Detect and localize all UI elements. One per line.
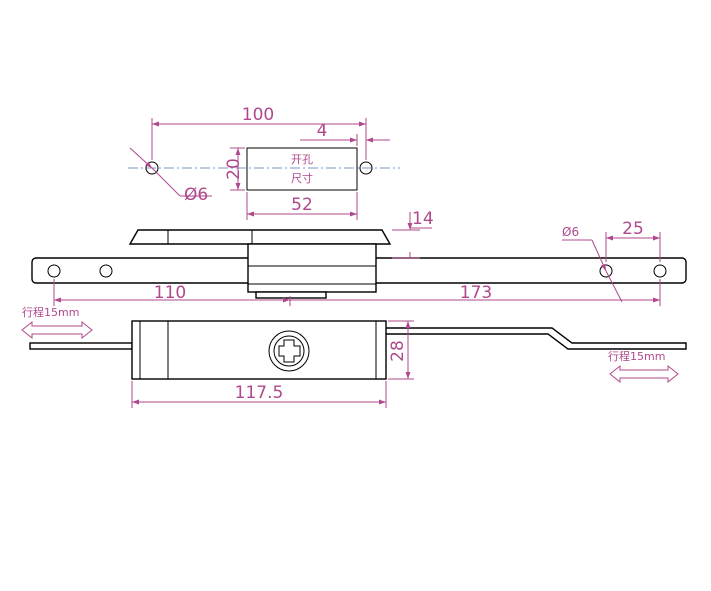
dim-end-offset-text: 25: [622, 219, 644, 239]
dim-front-height-text: 28: [388, 340, 408, 362]
stroke-left-text: 行程15mm: [22, 306, 79, 319]
keyhole-icon: [278, 339, 301, 363]
bar-hole-2: [99, 264, 113, 278]
front-view: 117.5 28 行程15mm 行程15mm: [21, 306, 687, 408]
bar-hole-3: [599, 264, 613, 278]
cutout-label-line2: 尺寸: [291, 171, 313, 185]
stroke-left-arrow-icon: [21, 320, 93, 340]
cutout-view: 开孔 尺寸 100 4 20 52 Ø6: [128, 105, 400, 220]
bar-hole-1: [47, 264, 61, 278]
bar-hole-4: [653, 264, 667, 278]
cutout-label-line1: 开孔: [291, 153, 313, 166]
side-view: 14 110 173 Ø6 25: [31, 209, 687, 306]
front-body: [131, 320, 387, 380]
dim-right-text: 173: [460, 283, 492, 303]
dim-hole-dia-text: Ø6: [184, 185, 208, 205]
lock-body-base: [255, 291, 327, 299]
lock-flange: [128, 229, 392, 245]
stroke-right-arrow-icon: [609, 364, 679, 384]
dim-width-text: 52: [291, 195, 313, 215]
right-rod: [386, 327, 687, 350]
bar-hole-dia-text: Ø6: [562, 225, 579, 239]
dim-length-text: 117.5: [235, 383, 284, 403]
stroke-right-text: 行程15mm: [608, 350, 665, 363]
dim-thickness-text: 14: [412, 209, 434, 229]
dim-left-text: 110: [154, 283, 186, 303]
dim-hole-spacing-text: 100: [242, 105, 274, 125]
keyhole-ring: [273, 335, 305, 367]
left-rod: [29, 342, 133, 350]
cutout-rectangle: [246, 147, 358, 191]
dim-offset-text: 4: [317, 121, 328, 141]
dim-height-text: 20: [224, 158, 244, 180]
lock-body: [247, 243, 377, 293]
cutout-right-hole: [359, 161, 373, 175]
keyhole-outer: [268, 330, 310, 372]
cutout-left-hole: [145, 161, 159, 175]
